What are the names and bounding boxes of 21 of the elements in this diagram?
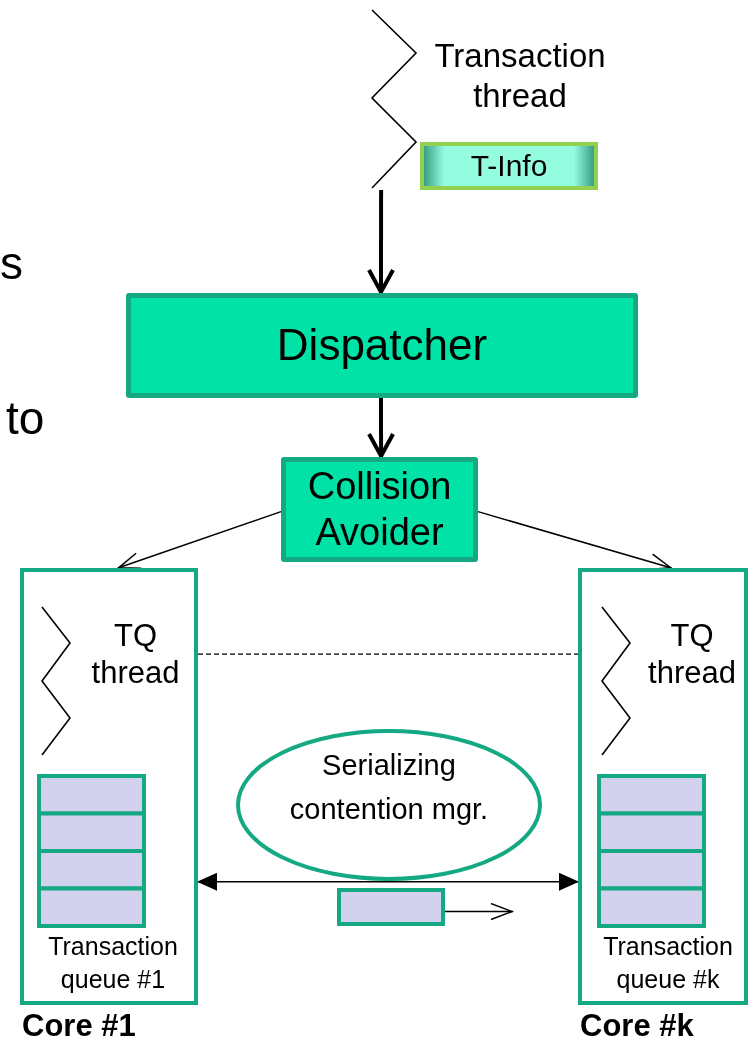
thread-label: TQ thread [647, 617, 737, 692]
thread-label: TQ thread [90, 617, 181, 692]
process-box: Collision Avoider [281, 457, 478, 562]
slide-text-fragment: to [6, 395, 45, 441]
queue-label: Transaction queue #1 [47, 931, 179, 995]
manager-label: Serializing contention mgr. [288, 748, 490, 827]
info-box: T-Info [420, 142, 598, 190]
arrow [367, 398, 396, 458]
arrow [117, 510, 282, 570]
slide-text-fragment: s [0, 240, 23, 286]
arrow [444, 902, 514, 921]
core-heading: Core #1 [22, 1009, 136, 1044]
queue-item-box [337, 888, 445, 926]
core-heading: Core #k [580, 1009, 694, 1044]
queue-label: Transaction queue #k [602, 931, 734, 995]
arrow [197, 872, 579, 891]
dashed-line [197, 653, 579, 655]
process-box: Dispatcher [126, 293, 638, 398]
arrow [367, 190, 395, 294]
thread-label: Transaction thread [433, 36, 607, 116]
arrow [477, 510, 673, 571]
